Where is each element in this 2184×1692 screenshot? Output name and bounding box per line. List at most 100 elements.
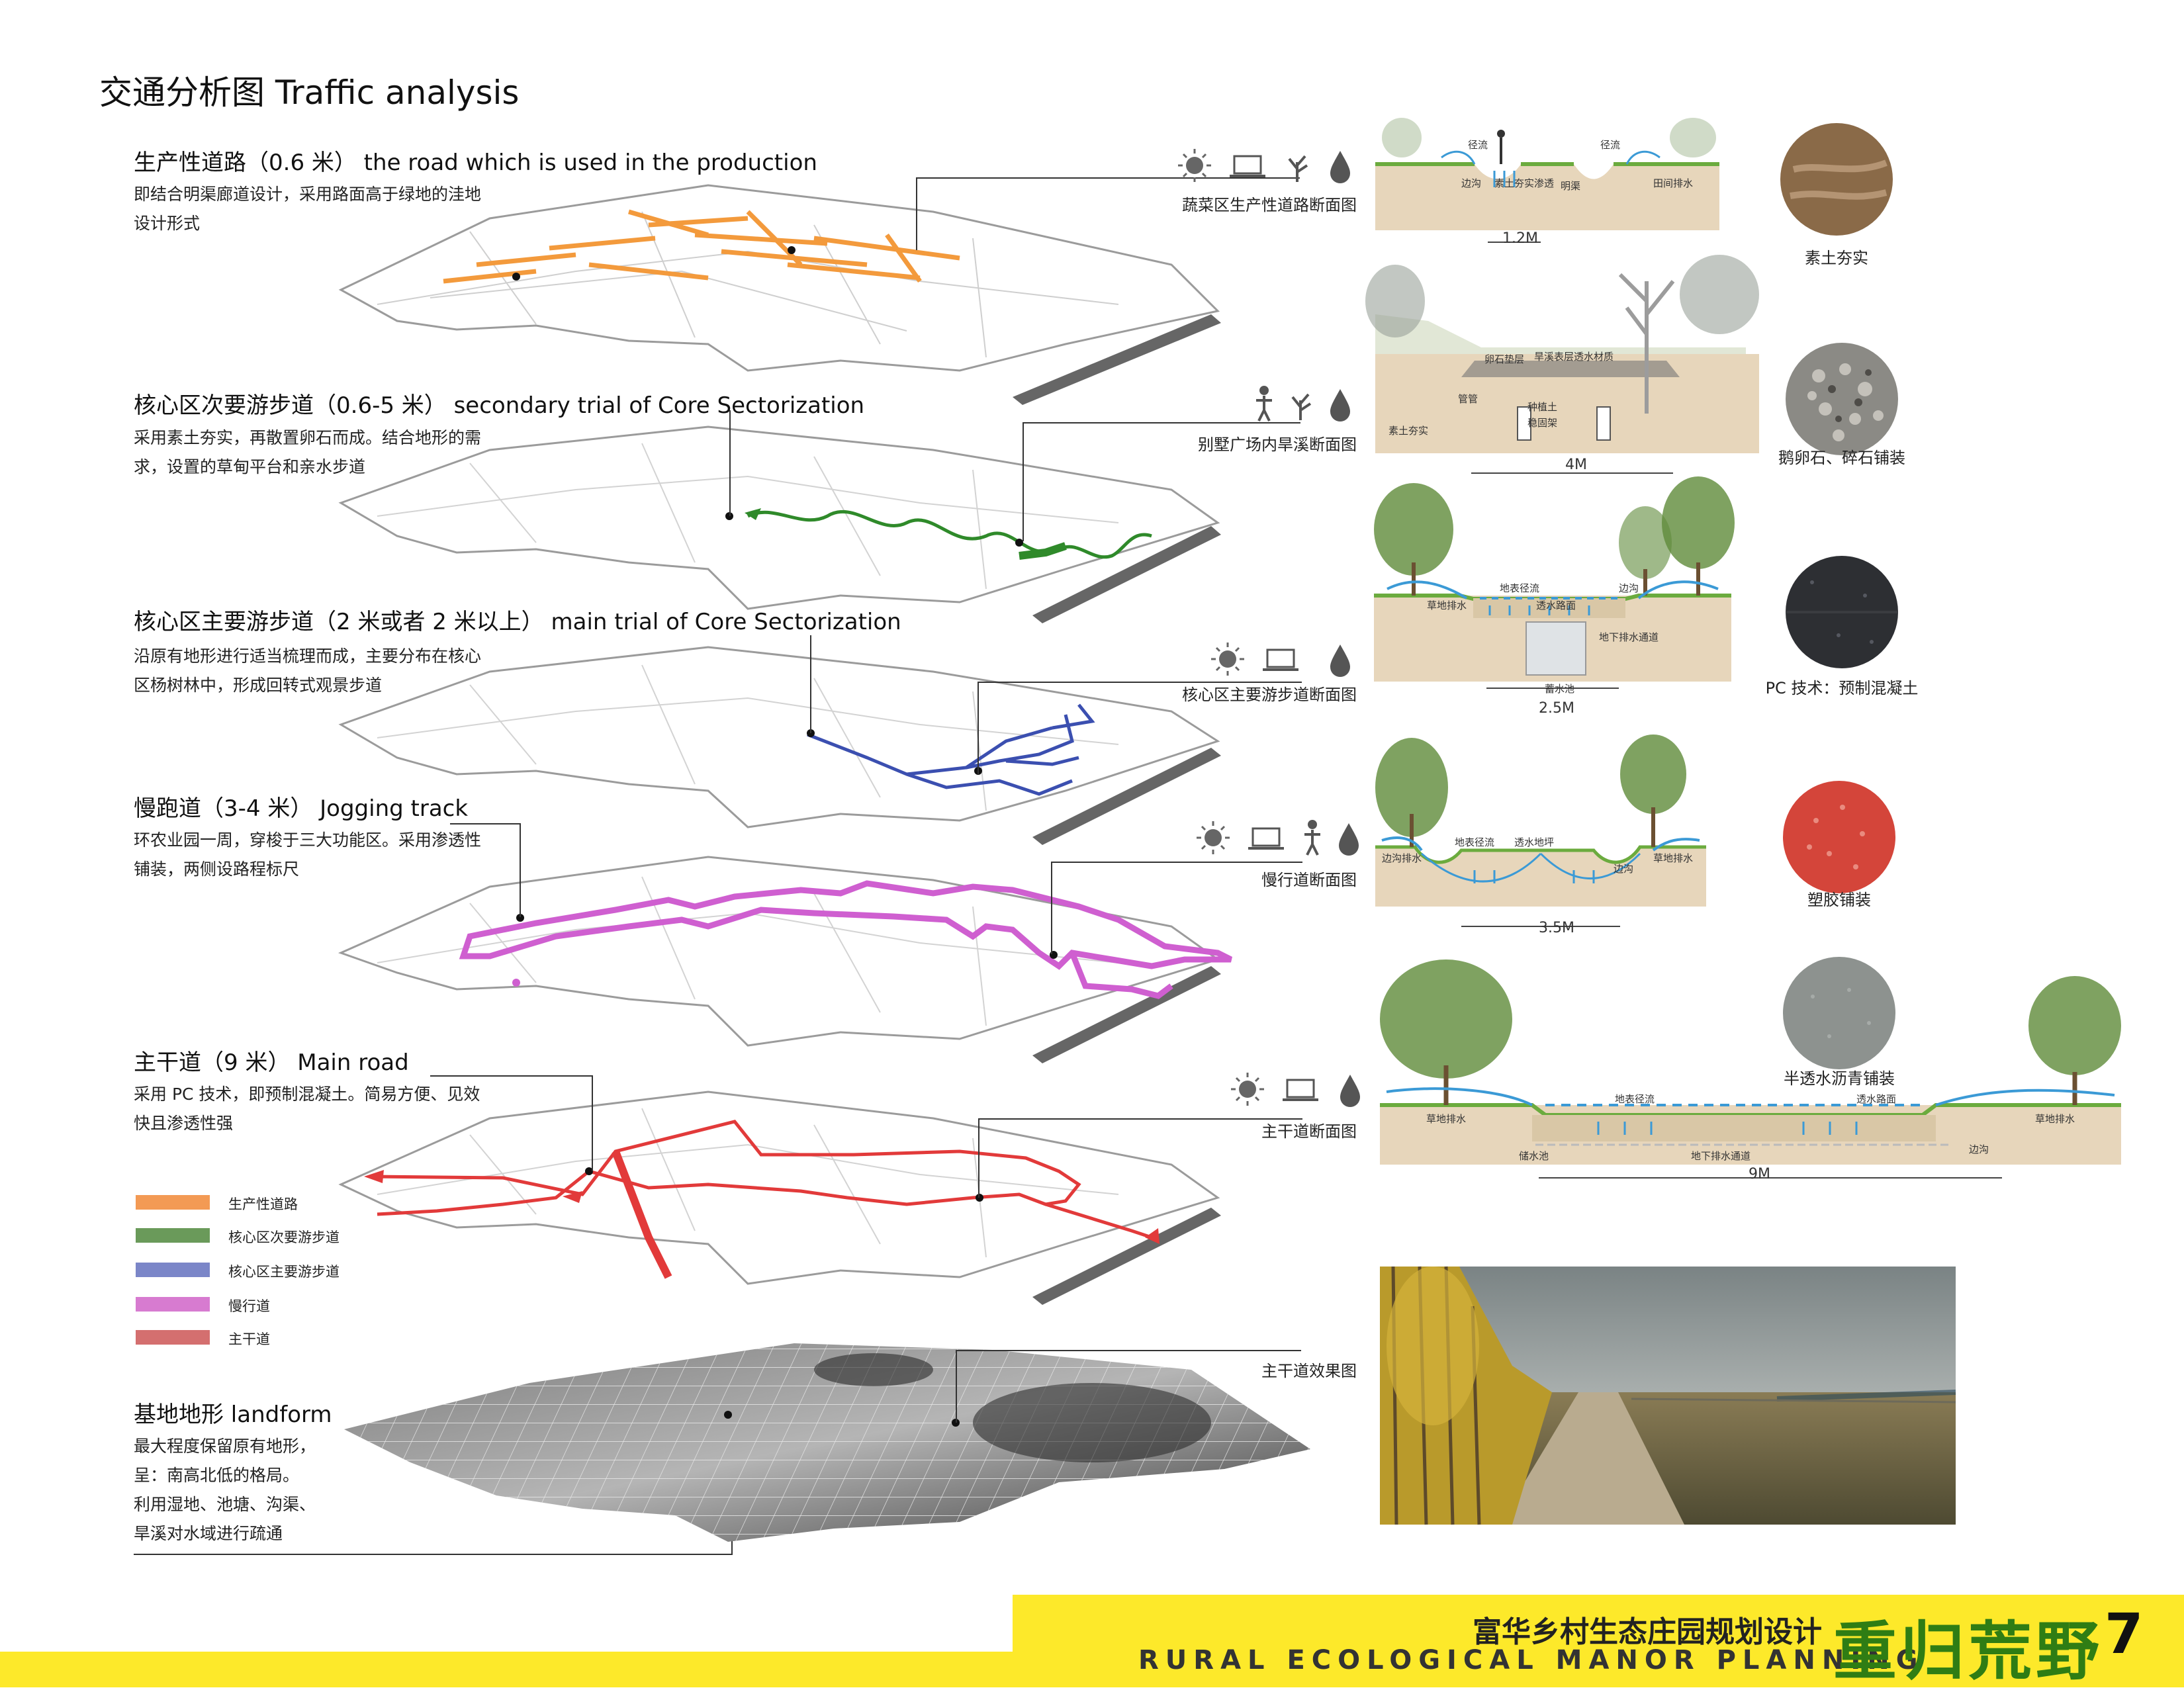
dimension-label: 9M <box>1749 1166 1770 1182</box>
icon-row <box>1211 639 1357 679</box>
section-desc-main-road: 采用 PC 技术，即预制混凝土。简易方便、见效快且渗透性强 <box>134 1085 480 1133</box>
section-label: 旱溪表层透水材质 <box>1534 351 1614 363</box>
section-label: 地表径流 <box>1455 836 1495 848</box>
main-road-rendering-photo <box>1380 1266 1956 1525</box>
section-label: 素土夯实 <box>1388 425 1429 437</box>
water-drop-icon <box>1340 1075 1360 1107</box>
laptop-icon <box>1283 1079 1318 1101</box>
leader-line <box>978 1118 1302 1120</box>
section-label: 地下排水通道 <box>1599 631 1659 643</box>
section-title-jogging-track: 慢跑道（3-4 米） Jogging track <box>134 795 469 822</box>
material-label: 鹅卵石、碎石铺装 <box>1778 449 1905 467</box>
laptop-icon <box>1263 648 1298 671</box>
dimension-label: 1.2M <box>1502 230 1538 247</box>
legend-swatch-secondary-trail <box>136 1228 210 1243</box>
tree-icon <box>1291 393 1312 420</box>
person-icon <box>1304 820 1320 856</box>
map-secondary-trail <box>338 423 1330 623</box>
leader-line <box>810 635 811 733</box>
material-swatch-asphalt <box>1783 957 1895 1069</box>
cross-section-main-trail <box>1374 476 1735 701</box>
footer-brand-logo: 重归荒野 <box>1833 1614 2103 1689</box>
legend-swatch-jogging-track <box>136 1297 210 1312</box>
page-title: 交通分析图 Traffic analysis <box>99 73 520 112</box>
section-desc-main-trail: 沿原有地形进行适当梳理而成，主要分布在核心区杨树林中，形成回转式观景步道 <box>134 646 482 695</box>
leader-line <box>978 682 979 774</box>
leader-line <box>1023 422 1300 423</box>
dimension-label: 2.5M <box>1539 700 1574 717</box>
section-label: 储水池 <box>1519 1150 1549 1162</box>
cross-section-main-road <box>1380 959 2121 1191</box>
sun-icon <box>1231 1073 1264 1106</box>
dimension-label: 4M <box>1565 457 1587 473</box>
caption-main-road: 主干道断面图 <box>1261 1122 1357 1141</box>
leader-line <box>916 177 1300 179</box>
section-label: 地表径流 <box>1500 582 1540 594</box>
leader-line <box>978 682 1302 683</box>
map-main-road <box>338 1079 1330 1317</box>
footer-band <box>1013 1595 2184 1687</box>
section-title-main-trail: 核心区主要游步道（2 米或者 2 米以上） main trial of Core… <box>134 609 901 635</box>
cross-section-dry-creek <box>1365 255 1759 480</box>
dimension-label: 3.5M <box>1539 920 1574 936</box>
tree-icon <box>1288 155 1308 182</box>
legend-label: 核心区次要游步道 <box>228 1229 340 1245</box>
caption-main-trail: 核心区主要游步道断面图 <box>1182 686 1357 704</box>
leader-line <box>592 1075 593 1171</box>
section-label: 径流 <box>1600 139 1621 151</box>
leader-line <box>978 1118 979 1198</box>
material-swatch-pebble <box>1786 343 1898 455</box>
material-label: 塑胶铺装 <box>1807 891 1871 909</box>
section-label: 明渠 <box>1561 180 1581 192</box>
material-swatch-rubber <box>1783 781 1895 893</box>
icon-row <box>1197 818 1362 858</box>
caption-production-road: 蔬菜区生产性道路断面图 <box>1182 196 1357 214</box>
material-label: PC 技术：预制混凝土 <box>1765 679 1919 697</box>
icon-row <box>1251 384 1357 423</box>
section-label: 透水路面 <box>1536 600 1576 611</box>
water-drop-icon <box>1330 151 1350 183</box>
map-production-road <box>338 172 1330 423</box>
water-drop-icon <box>1330 645 1350 677</box>
section-label: 地下排水通道 <box>1691 1150 1751 1162</box>
legend-swatch-production-road <box>136 1195 210 1210</box>
caption-main-road-rendering: 主干道效果图 <box>1261 1362 1357 1380</box>
section-label: 透水路面 <box>1856 1093 1897 1105</box>
material-label: 素土夯实 <box>1805 249 1868 267</box>
leader-line <box>957 1350 1301 1351</box>
leader-line <box>956 1350 957 1423</box>
leader-line <box>1023 422 1024 541</box>
section-label: 边沟 <box>1619 582 1639 594</box>
material-swatch-rammed-earth <box>1780 123 1893 236</box>
legend-label: 慢行道 <box>228 1298 270 1314</box>
water-drop-icon <box>1330 389 1350 422</box>
section-desc-secondary-trail: 采用素土夯实，再散置卵石而成。结合地形的需求，设置的草甸平台和亲水步道 <box>134 428 482 476</box>
icon-row <box>1231 1069 1363 1109</box>
section-label: 种植土 <box>1527 401 1558 413</box>
section-label: 素土夯实渗透 <box>1494 177 1555 189</box>
cross-section-jogging-track <box>1375 728 1706 940</box>
leader-line <box>520 823 521 917</box>
leader-line <box>916 177 917 250</box>
section-label: 草地排水 <box>1653 852 1694 864</box>
leader-line <box>729 410 731 516</box>
caption-jogging-track: 慢行道断面图 <box>1261 871 1357 889</box>
water-drop-icon <box>1339 823 1359 856</box>
section-label: 稳固架 <box>1527 417 1558 429</box>
legend-swatch-main-trail <box>136 1263 210 1277</box>
map-jogging-track <box>338 821 1330 1072</box>
cross-section-production-road <box>1375 118 1719 250</box>
sun-icon <box>1197 821 1230 854</box>
person-icon <box>1256 386 1272 422</box>
footer-project-title-cn: 富华乡村生态庄园规划设计 <box>1473 1615 1822 1649</box>
section-title-landform: 基地地形 landform <box>134 1402 332 1428</box>
caption-secondary-trail: 别墅广场内旱溪断面图 <box>1198 435 1357 454</box>
section-label: 边沟排水 <box>1382 852 1422 864</box>
leader-line <box>430 1075 593 1077</box>
section-label: 管管 <box>1458 393 1479 405</box>
map-main-trail <box>338 642 1330 845</box>
section-label: 卵石垫层 <box>1484 353 1525 365</box>
leader-line <box>1051 862 1052 954</box>
section-label: 田间排水 <box>1653 177 1694 189</box>
section-label: 草地排水 <box>2035 1113 2075 1125</box>
